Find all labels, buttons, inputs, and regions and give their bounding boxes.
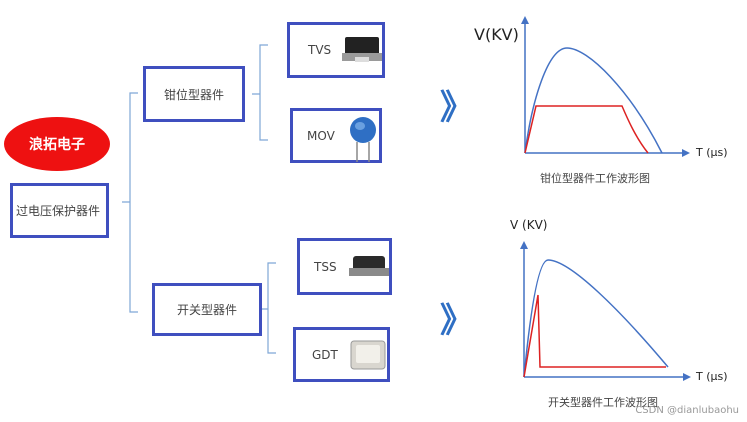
root-node: 过电压保护器件 [10,183,109,238]
root-label: 过电压保护器件 [16,204,101,218]
clamp-bracket [252,44,268,141]
device-mov-label: MOV [307,128,335,143]
mov-disc-icon [349,116,376,162]
brand-name: 浪拓电子 [29,137,85,153]
clamp-x-arrow [682,149,690,157]
root-bracket [122,92,138,313]
group-clamp: 钳位型器件 [143,66,245,122]
switch-bracket [260,262,276,354]
group-switch-label: 开关型器件 [176,303,237,317]
brand-logo: 浪拓电子 [4,117,110,171]
switch-protected-curve [523,294,666,378]
clamp-x-label: T (μs) [695,146,728,159]
switch-surge-curve [523,259,669,378]
switch-y-arrow [520,241,528,249]
device-tvs: TVS [287,22,385,78]
clamp-surge-curve [524,47,663,154]
clamp-waveform-chart: V(KV) T (μs) [474,16,728,159]
tvs-package-icon [342,37,382,62]
device-mov: MOV [290,108,382,163]
device-tvs-label: TVS [308,43,332,57]
gdt-package-icon [350,340,386,369]
device-gdt: GDT [293,327,390,382]
clamp-chart-caption: 钳位型器件工作波形图 [540,172,650,185]
clamp-y-arrow [521,16,529,24]
group-clamp-label: 钳位型器件 [163,87,224,102]
arrow-to-clamp-chart: 》 [440,88,474,128]
switch-x-arrow [683,373,691,381]
device-tss-label: TSS [314,259,337,274]
clamp-protected-curve [524,105,649,154]
switch-chart-caption: 开关型器件工作波形图 [548,396,658,409]
watermark: CSDN @dianlubaohu [635,405,739,416]
group-switch: 开关型器件 [152,283,262,336]
switch-y-label: V (KV) [510,218,547,232]
switch-x-label: T (μs) [695,370,728,383]
tss-package-icon [348,255,389,276]
clamp-y-label: V(KV) [474,25,519,44]
switch-waveform-chart: V (KV) T (μs) [510,218,728,383]
device-tss: TSS [297,238,392,295]
device-gdt-label: GDT [312,347,338,362]
arrow-to-switch-chart: 》 [440,301,474,341]
